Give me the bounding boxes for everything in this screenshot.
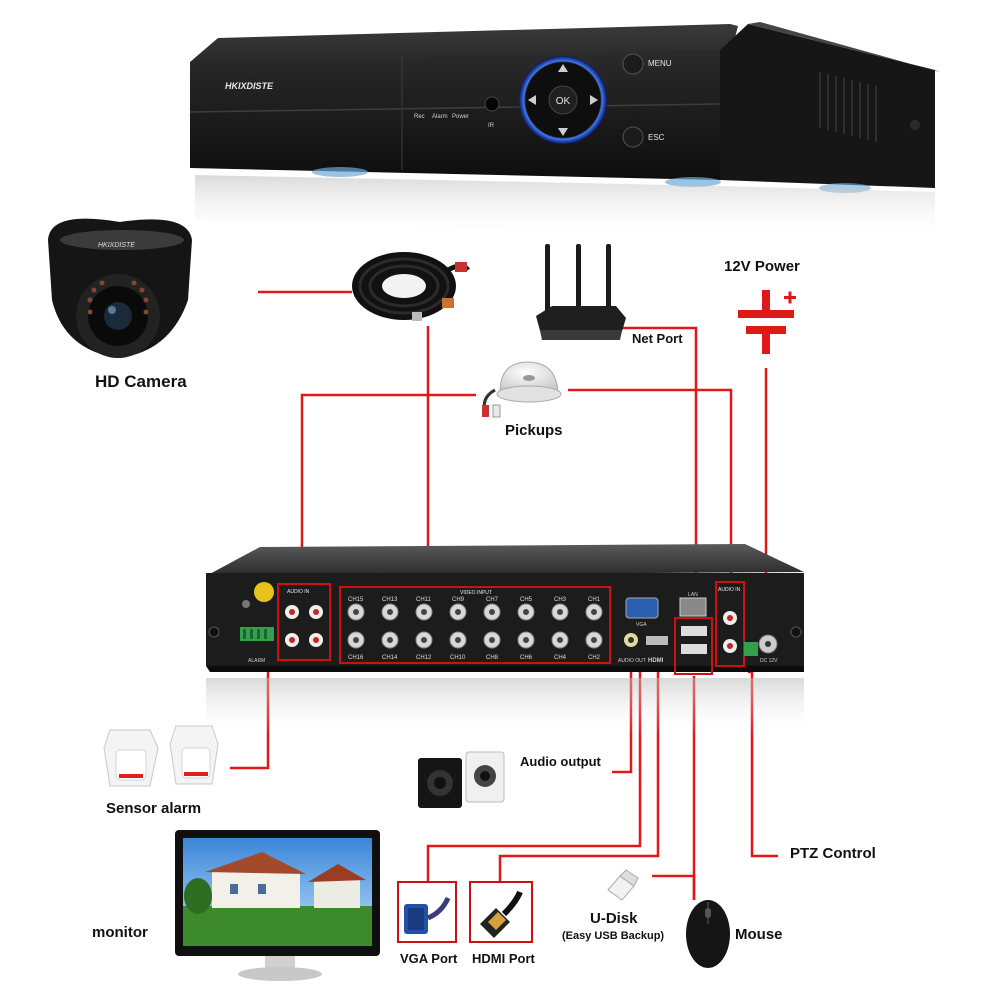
indicator-rec: Rec (414, 114, 425, 120)
ch-label: CH2 (588, 655, 601, 661)
lan-port (679, 597, 707, 617)
esc-button[interactable] (622, 126, 644, 148)
mouse-device (686, 900, 730, 968)
indicator-alarm: Alarm (432, 114, 448, 120)
arrow-down-icon[interactable] (558, 128, 568, 136)
ok-button[interactable] (548, 85, 578, 115)
usb-highlight (674, 617, 713, 675)
speakers (418, 751, 505, 808)
ch-label: CH14 (382, 655, 398, 661)
cable-coil (352, 252, 470, 321)
arrow-up-icon[interactable] (558, 64, 568, 72)
video-input-highlight (339, 586, 611, 664)
dome-camera: HKIXDISTE (48, 218, 192, 358)
ch-label: CH5 (520, 597, 533, 603)
ch-label: CH9 (452, 597, 465, 603)
vga-connector-icon (404, 896, 451, 934)
audio-in-right-highlight (715, 581, 745, 667)
menu-label: MENU (648, 59, 672, 68)
ch-label: CH13 (382, 597, 398, 603)
ok-label: OK (556, 96, 571, 107)
router (536, 244, 626, 340)
ch-label: CH4 (554, 655, 567, 661)
ch-label: CH11 (416, 597, 432, 603)
channel-labels-top: CH15 CH13 CH11 CH9 CH7 CH5 CH3 CH1 (348, 597, 601, 603)
usb-port-2 (681, 644, 707, 654)
ch-label: CH15 (348, 597, 364, 603)
ch-label: CH12 (416, 655, 432, 661)
ch-label: CH16 (348, 655, 364, 661)
ch-label: CH6 (520, 655, 533, 661)
alarm-port-label: ALARM (248, 658, 265, 664)
channel-labels-bottom: CH16 CH14 CH12 CH10 CH8 CH6 CH4 CH2 (348, 655, 601, 661)
audio-in-left-label: AUDIO IN (287, 589, 310, 595)
ch-label: CH8 (486, 655, 499, 661)
power-label: 12V Power (724, 258, 800, 275)
ch-label: CH1 (588, 597, 601, 603)
dvr-back: ALARM AUDIO IN VIDEO INPUT CH15 CH13 (206, 544, 804, 736)
vga-port-label: VGA (636, 622, 647, 628)
vent-grille (819, 72, 877, 142)
menu-button[interactable] (622, 53, 644, 75)
monitor-device (175, 830, 380, 981)
audio-out-label: AUDIO OUT (618, 658, 646, 664)
ptz-control-label: PTZ Control (790, 845, 876, 862)
ir-sensor (484, 96, 500, 112)
camera-brand-logo: HKIXDISTE (98, 242, 135, 249)
sensor-alarm-devices (103, 725, 219, 787)
u-disk-label: U-Disk (590, 910, 638, 927)
monitor-label: monitor (92, 924, 148, 941)
net-port-label: Net Port (632, 331, 683, 346)
hdmi-port (646, 636, 668, 645)
hdmi-connector-icon (480, 890, 523, 938)
arrow-left-icon[interactable] (528, 95, 536, 105)
pickup-microphone (482, 361, 562, 418)
pickups-label: Pickups (505, 422, 563, 439)
ch-label: CH3 (554, 597, 567, 603)
audio-in-left-highlight (277, 583, 331, 661)
nav-pad[interactable]: OK (519, 56, 607, 144)
ch-label: CH10 (450, 655, 466, 661)
dvr-front: HKIXDISTE Rec Alarm Power IR OK MENU ESC (189, 22, 940, 240)
usb-disk (607, 869, 639, 901)
audio-output-label: Audio output (520, 754, 601, 769)
esc-label: ESC (648, 133, 665, 142)
lan-label: LAN (688, 592, 698, 598)
vga-port-highlight (397, 881, 457, 943)
mouse-label: Mouse (735, 926, 783, 943)
u-disk-sublabel: (Easy USB Backup) (562, 930, 665, 942)
bnc-connectors (347, 603, 603, 649)
power-symbol (738, 290, 796, 354)
dc-label: DC 12V (760, 658, 778, 664)
audio-in-right-label: AUDIO IN (718, 587, 741, 593)
dvr-brand-logo: HKIXDISTE (225, 81, 274, 91)
indicator-power: Power (452, 114, 469, 120)
hdmi-port-caption: HDMI Port (472, 951, 535, 966)
video-input-label: VIDEO INPUT (460, 590, 492, 596)
hdmi-port-highlight (469, 881, 533, 943)
sensor-alarm-label: Sensor alarm (106, 800, 202, 817)
hdmi-port-label: HDMI (648, 658, 664, 664)
usb-port-1 (681, 626, 707, 636)
ir-label: IR (488, 123, 495, 129)
ch-label: CH7 (486, 597, 499, 603)
vga-port (625, 597, 659, 619)
rca-audio-in-left (285, 605, 323, 647)
vga-port-caption: VGA Port (400, 951, 458, 966)
arrow-right-icon[interactable] (590, 95, 598, 105)
hd-camera-label: HD Camera (95, 372, 187, 391)
